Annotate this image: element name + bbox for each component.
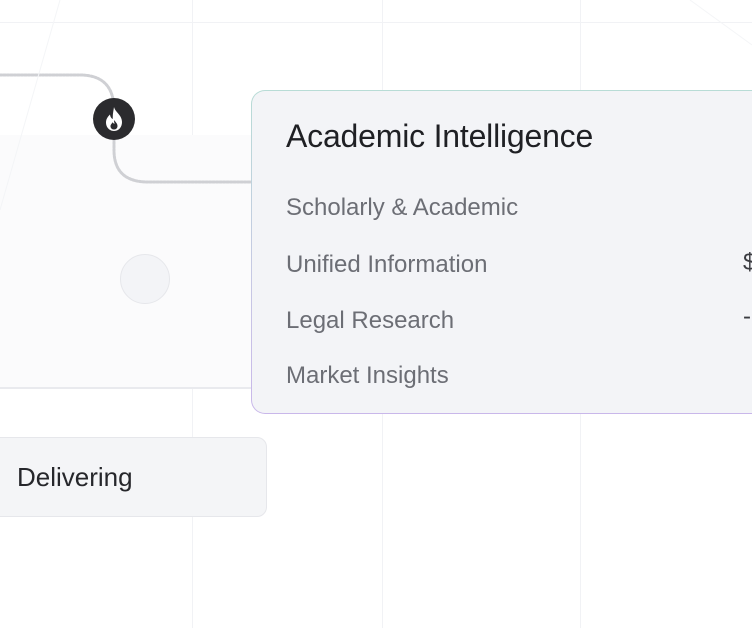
card-title: Academic Intelligence (286, 118, 594, 154)
academic-intelligence-card[interactable]: Academic Intelligence Scholarly & Academ… (251, 90, 752, 414)
grid-line (0, 22, 752, 23)
card-row-value: $ (743, 249, 752, 276)
status-pill[interactable]: Delivering (0, 437, 267, 517)
card-row-label: Scholarly & Academic (286, 194, 519, 221)
connector-node[interactable] (120, 254, 170, 304)
flame-badge[interactable] (93, 98, 135, 140)
card-row-value: - (743, 303, 751, 330)
status-label: Delivering (17, 462, 133, 492)
card-row-label: Unified Information (286, 251, 488, 278)
card-row-label: Legal Research (286, 307, 455, 334)
card-row-label: Market Insights (286, 362, 449, 389)
flame-icon (106, 107, 122, 131)
